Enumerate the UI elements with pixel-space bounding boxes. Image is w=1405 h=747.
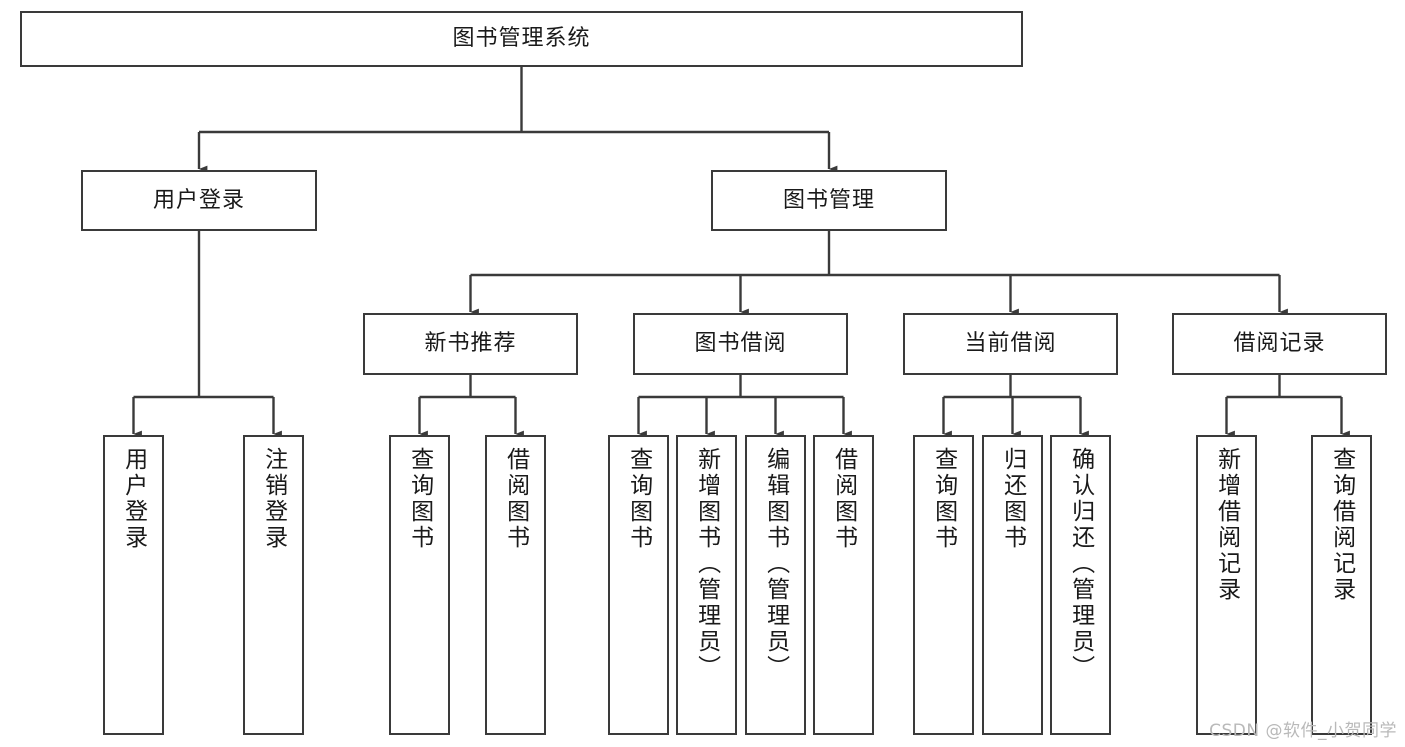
node-label: 用户登录 bbox=[120, 447, 147, 551]
node-leaf-query-book-recommend: 查询图书 bbox=[389, 435, 450, 735]
node-leaf-add-book-admin: 新增图书（管理员） bbox=[676, 435, 737, 735]
node-label: 用户登录 bbox=[152, 187, 245, 213]
node-label: 新增借阅记录 bbox=[1213, 447, 1240, 603]
node-leaf-query-borrow-record: 查询借阅记录 bbox=[1311, 435, 1372, 735]
node-user-login: 用户登录 bbox=[81, 170, 317, 231]
node-label: 确认归还（管理员） bbox=[1067, 447, 1094, 681]
node-label: 图书借阅 bbox=[694, 331, 787, 357]
node-leaf-user-login: 用户登录 bbox=[103, 435, 164, 735]
node-leaf-query-book-current: 查询图书 bbox=[913, 435, 974, 735]
node-label: 借阅记录 bbox=[1233, 331, 1326, 357]
node-label: 新书推荐 bbox=[424, 331, 517, 357]
node-label: 图书管理系统 bbox=[452, 26, 591, 52]
node-label: 图书管理 bbox=[782, 187, 875, 213]
node-label: 查询图书 bbox=[406, 447, 433, 551]
node-book-management: 图书管理 bbox=[711, 170, 947, 231]
watermark-text: CSDN @软件_小贺同学 bbox=[1209, 721, 1397, 741]
node-label: 查询图书 bbox=[625, 447, 652, 551]
node-root: 图书管理系统 bbox=[20, 11, 1023, 67]
node-leaf-borrow-book-recommend: 借阅图书 bbox=[485, 435, 546, 735]
node-label: 查询图书 bbox=[930, 447, 957, 551]
node-leaf-query-book-borrow: 查询图书 bbox=[608, 435, 669, 735]
node-leaf-return-book: 归还图书 bbox=[982, 435, 1043, 735]
node-label: 借阅图书 bbox=[502, 447, 529, 551]
node-borrow-record: 借阅记录 bbox=[1172, 313, 1387, 375]
node-book-borrow: 图书借阅 bbox=[633, 313, 848, 375]
node-leaf-logout: 注销登录 bbox=[243, 435, 304, 735]
node-current-borrow: 当前借阅 bbox=[903, 313, 1118, 375]
node-new-book-recommend: 新书推荐 bbox=[363, 313, 578, 375]
node-label: 新增图书（管理员） bbox=[693, 447, 720, 681]
node-label: 注销登录 bbox=[260, 447, 287, 551]
node-label: 借阅图书 bbox=[830, 447, 857, 551]
node-leaf-confirm-return-admin: 确认归还（管理员） bbox=[1050, 435, 1111, 735]
node-label: 编辑图书（管理员） bbox=[762, 447, 789, 681]
node-label: 当前借阅 bbox=[964, 331, 1057, 357]
node-leaf-add-borrow-record: 新增借阅记录 bbox=[1196, 435, 1257, 735]
node-leaf-edit-book-admin: 编辑图书（管理员） bbox=[745, 435, 806, 735]
node-label: 查询借阅记录 bbox=[1328, 447, 1355, 603]
node-leaf-borrow-book: 借阅图书 bbox=[813, 435, 874, 735]
node-label: 归还图书 bbox=[999, 447, 1026, 551]
